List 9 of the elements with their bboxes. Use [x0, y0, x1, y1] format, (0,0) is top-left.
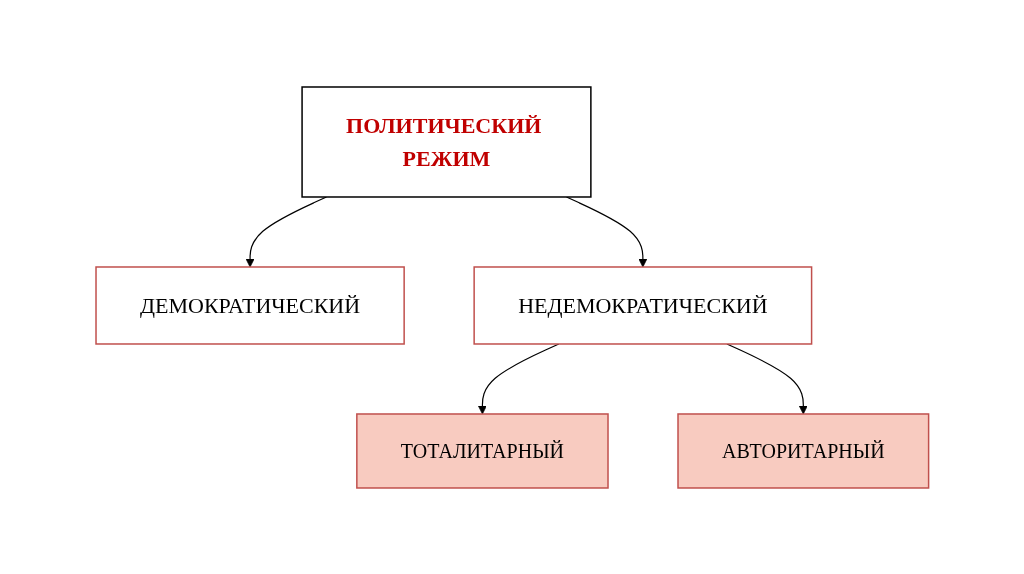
node-box: ПОЛИТИЧЕСКИЙ РЕЖИМ: [301, 85, 592, 198]
arrow: [726, 342, 808, 414]
node-box: ДЕМОКРАТИЧЕСКИЙ: [94, 265, 405, 345]
arrow: [565, 195, 647, 267]
arrow: [245, 195, 327, 267]
arrow: [477, 342, 560, 414]
node-box: ТОТАЛИТАРНЫЙ: [355, 412, 609, 489]
node-box: НЕДЕМОКРАТИЧЕСКИЙ: [473, 265, 813, 345]
node-box: АВТОРИТАРНЫЙ: [676, 412, 930, 489]
